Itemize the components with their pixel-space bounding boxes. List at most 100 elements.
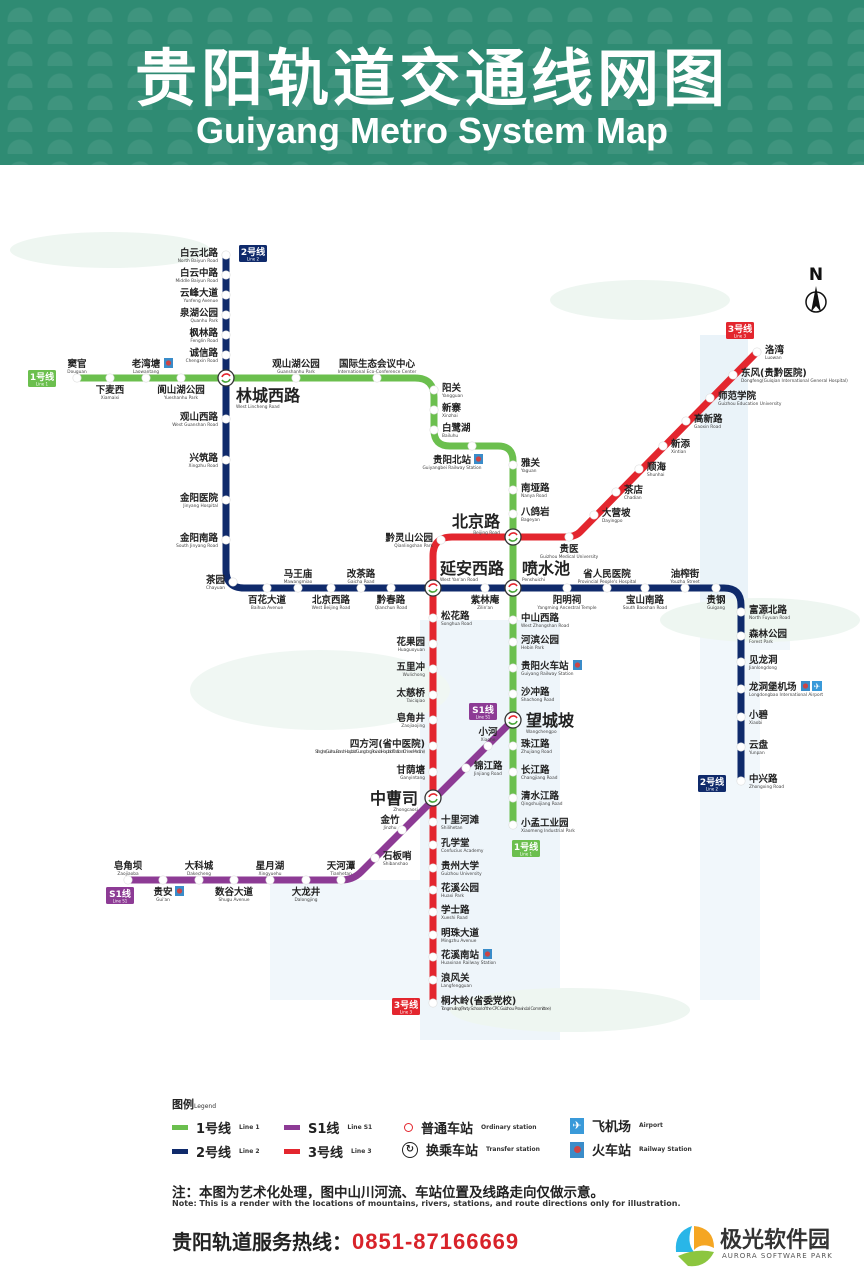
station-name-cn: 学士路: [441, 904, 470, 916]
station-tongmuling-party-school-of-the-cpc-guizhou-provincial-committee[interactable]: 桐木岭(省委党校)Tongmuling(Party School of the …: [428, 995, 552, 1012]
station-dot: [291, 373, 301, 383]
station-dot: [736, 776, 746, 786]
station-dot: [564, 532, 574, 542]
station-dot: [508, 485, 518, 495]
station-dongfeng-guiqian-international-general-hospital[interactable]: 东风(贵黔医院)Dongfeng(Guiqian International G…: [728, 367, 848, 384]
station-dot: [436, 535, 446, 545]
station-name-en: Shugu Avenue: [219, 897, 250, 903]
station-sifanghe-guizhou-branch-hospital-of-guangdong-provincial-hospital-of-traditional-chinese-medicine[interactable]: 四方河(省中医院)Sifanghe(Guizhou Branch Hospita…: [315, 738, 438, 755]
